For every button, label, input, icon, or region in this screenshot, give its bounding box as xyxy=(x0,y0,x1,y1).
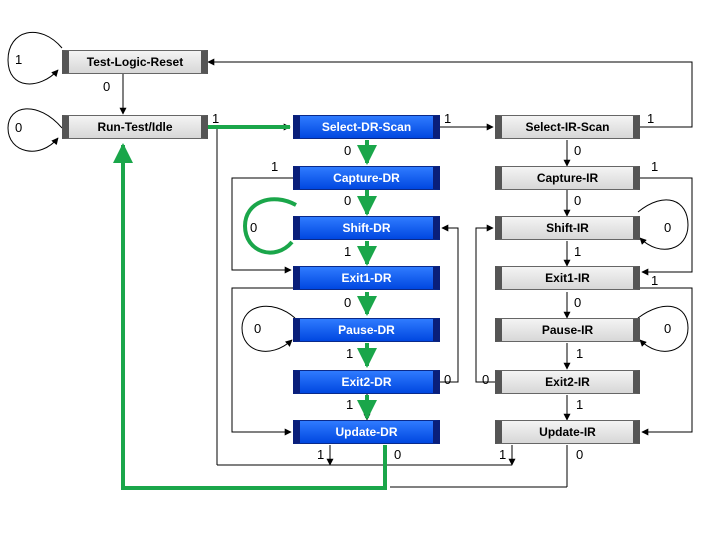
state-capture-dr: Capture-DR xyxy=(293,166,440,190)
pir-self-loop xyxy=(637,305,689,352)
rti-self-loop xyxy=(7,108,63,152)
label-sir-to-e1ir: 1 xyxy=(574,244,582,259)
label-sdr-to-e1dr: 1 xyxy=(344,244,352,259)
label-e1ir-to-pir: 0 xyxy=(574,295,582,310)
e2dr-to-shdr-arrow xyxy=(440,224,459,383)
label-pir-self: 0 xyxy=(664,321,672,336)
e2ir-to-sir-arrow xyxy=(475,224,495,383)
sir-self-loop xyxy=(637,199,689,250)
label-e2dr-to-udr: 1 xyxy=(346,397,354,412)
label-pdr-self: 0 xyxy=(254,321,262,336)
state-shift-dr: Shift-DR xyxy=(293,216,440,240)
label-e2ir-to-sir: 0 xyxy=(482,372,490,387)
green-shdr-self-loop xyxy=(242,197,297,255)
sir-to-tlr-arrow xyxy=(207,58,693,128)
green-udr-to-rti xyxy=(113,143,387,490)
label-cdr-to-sdr: 0 xyxy=(344,193,352,208)
label-sir-to-cir: 0 xyxy=(574,143,582,158)
label-rti-self: 0 xyxy=(15,120,23,135)
label-sir-to-tlr: 1 xyxy=(647,111,655,126)
state-run-test-idle: Run-Test/Idle xyxy=(62,115,208,139)
state-exit2-dr: Exit2-DR xyxy=(293,370,440,394)
pdr-self-loop xyxy=(241,305,296,352)
label-sdr-to-sir: 1 xyxy=(444,111,452,126)
label-pir-to-e2ir: 1 xyxy=(576,346,584,361)
state-select-ir-scan: Select-IR-Scan xyxy=(495,115,640,139)
state-capture-ir: Capture-IR xyxy=(495,166,640,190)
state-test-logic-reset: Test-Logic-Reset xyxy=(62,50,208,74)
label-e1ir-to-uir: 1 xyxy=(651,273,659,288)
label-uir-to-sdrscan: 1 xyxy=(499,447,507,462)
label-pdr-to-e2dr: 1 xyxy=(346,346,354,361)
label-cir-to-sir: 0 xyxy=(574,193,582,208)
label-e2ir-to-uir: 1 xyxy=(576,397,584,412)
label-udr-to-rti: 0 xyxy=(394,447,402,462)
state-exit1-ir: Exit1-IR xyxy=(495,266,640,290)
cdr-to-e1dr-arrow xyxy=(231,177,293,274)
state-update-dr: Update-DR xyxy=(293,420,440,444)
label-sdr-to-cdr: 0 xyxy=(344,143,352,158)
state-exit1-dr: Exit1-DR xyxy=(293,266,440,290)
label-udr-to-sdrscan: 1 xyxy=(317,447,325,462)
e1dr-to-udr-arrow xyxy=(231,287,293,436)
label-e2dr-to-sdr: 0 xyxy=(444,372,452,387)
label-sir-self: 0 xyxy=(664,220,672,235)
state-update-ir: Update-IR xyxy=(495,420,640,444)
label-uir-to-rti: 0 xyxy=(576,447,584,462)
e1ir-to-uir-arrow xyxy=(640,287,693,436)
state-shift-ir: Shift-IR xyxy=(495,216,640,240)
state-pause-dr: Pause-DR xyxy=(293,318,440,342)
label-cdr-to-e1dr: 1 xyxy=(271,159,279,174)
state-select-dr-scan: Select-DR-Scan xyxy=(293,115,440,139)
label-rti-to-sdr: 1 xyxy=(212,111,220,126)
cir-to-e1ir-arrow xyxy=(640,177,693,276)
label-sdr-self: 0 xyxy=(250,220,258,235)
label-tlr-self: 1 xyxy=(15,52,23,67)
tlr-self-loop xyxy=(7,31,63,85)
state-exit2-ir: Exit2-IR xyxy=(495,370,640,394)
label-tlr-to-rti: 0 xyxy=(103,79,111,94)
state-pause-ir: Pause-IR xyxy=(495,318,640,342)
label-e1dr-to-pdr: 0 xyxy=(344,295,352,310)
label-cir-to-e1ir: 1 xyxy=(651,159,659,174)
